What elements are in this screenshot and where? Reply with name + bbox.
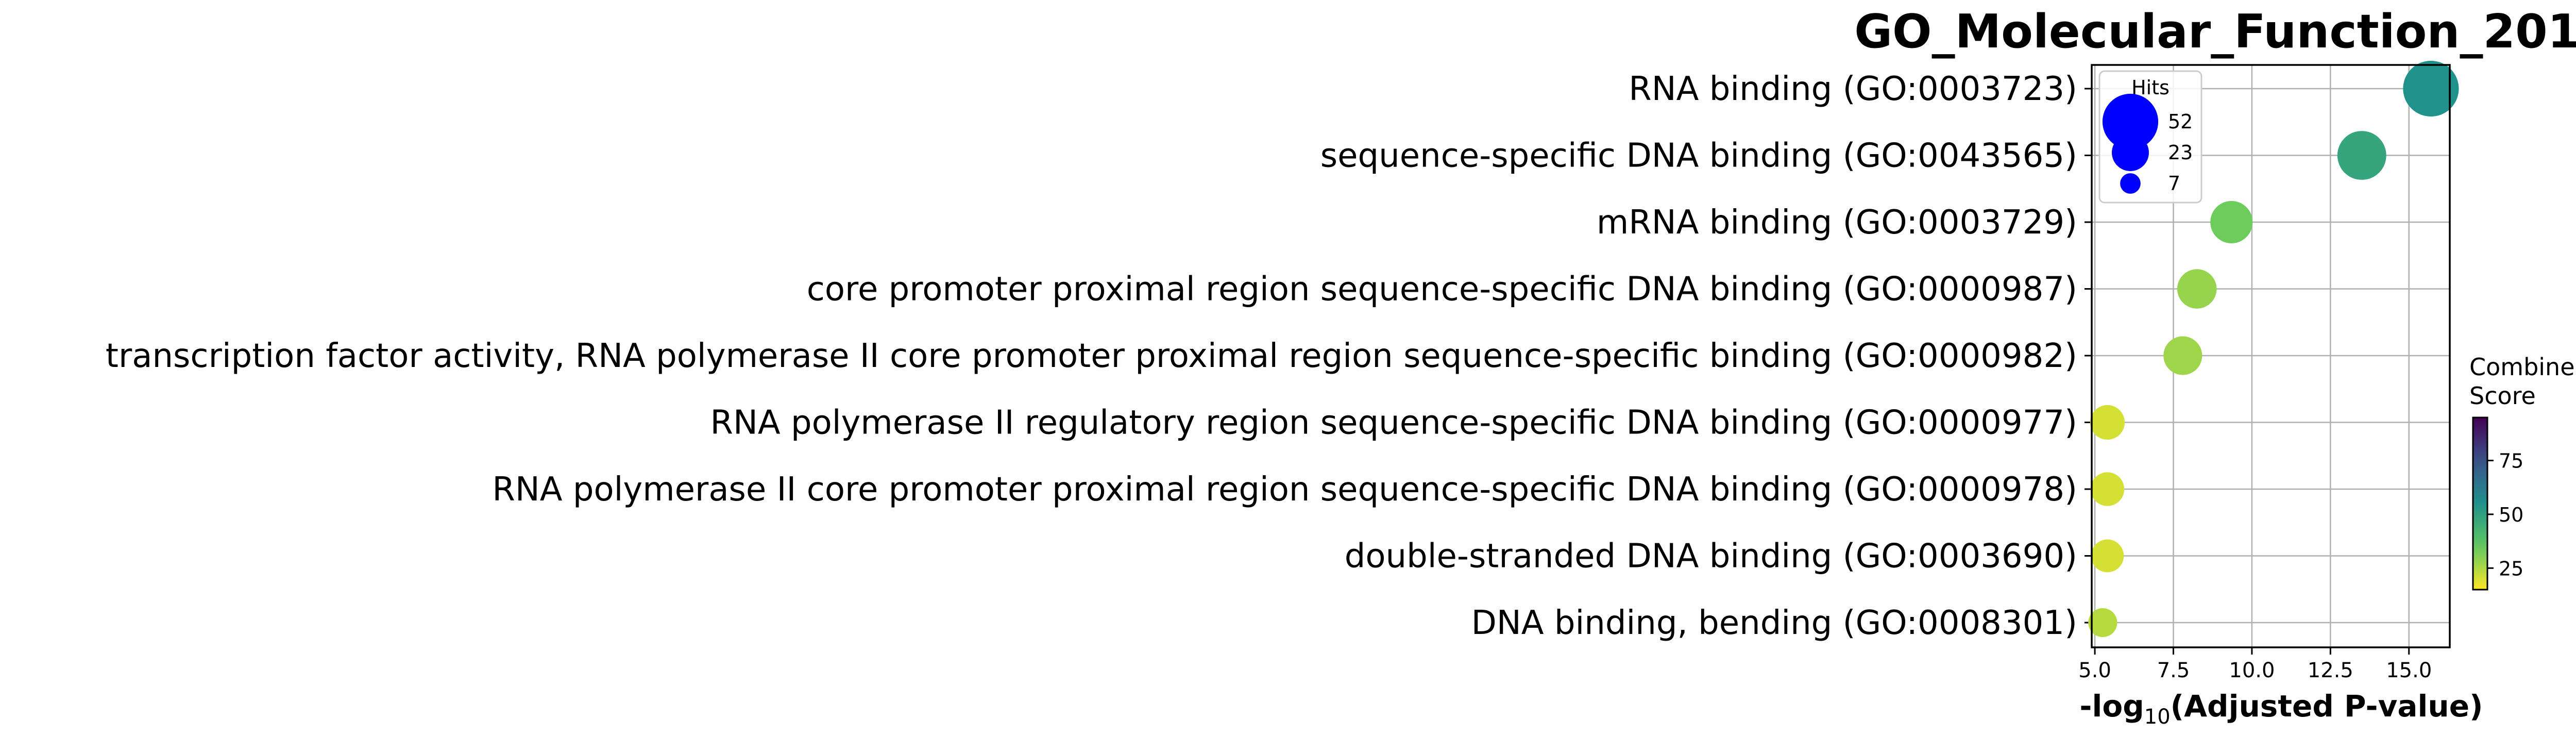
colorbar-title: Combined <box>2469 353 2576 381</box>
colorbar-gradient <box>2472 416 2488 591</box>
colorbar-tick-label: 50 <box>2499 504 2523 526</box>
chart-title: GO_Molecular_Function_2018 <box>1854 5 2576 59</box>
plot-frame <box>2091 64 2451 648</box>
x-tick-label: 12.5 <box>2308 659 2353 682</box>
data-point <box>2091 539 2124 573</box>
legend-marker <box>2120 173 2141 194</box>
y-tick-labels: RNA binding (GO:0003723) sequence-specifi… <box>106 70 2092 642</box>
legend-marker <box>2102 93 2159 150</box>
y-tick-label: core promoter proximal region sequence-s… <box>807 271 2077 309</box>
x-label-suffix: (Adjusted P-value) <box>2171 689 2483 724</box>
data-point <box>2337 131 2386 180</box>
data-point <box>2088 608 2117 638</box>
y-tick-label: RNA polymerase II regulatory region sequ… <box>710 404 2077 442</box>
data-point <box>2090 472 2125 506</box>
x-tick-label: 15.0 <box>2386 659 2432 682</box>
y-tick-label: double-stranded DNA binding (GO:0003690) <box>1345 538 2077 576</box>
colorbar: 25 50 75 CombinedScore <box>2469 353 2576 591</box>
legend-label: 52 <box>2168 110 2193 133</box>
legend-label: 7 <box>2168 172 2180 195</box>
y-tick-label: sequence-specific DNA binding (GO:004356… <box>1320 137 2077 175</box>
x-label-prefix: -log <box>2079 689 2144 724</box>
data-point <box>2163 336 2202 375</box>
y-tick-label: DNA binding, bending (GO:0008301) <box>1471 604 2077 642</box>
y-tick-label: transcription factor activity, RNA polym… <box>106 337 2077 375</box>
x-axis-label: -log10(Adjusted P-value) <box>2079 689 2483 729</box>
colorbar-title: Score <box>2469 382 2536 410</box>
colorbar-tick-label: 25 <box>2499 557 2523 580</box>
data-point <box>2403 60 2459 117</box>
data-point <box>2090 405 2125 440</box>
y-tick-label: RNA polymerase II core promoter proximal… <box>492 471 2077 509</box>
colorbar-tick-label: 75 <box>2499 450 2523 473</box>
legend-label: 23 <box>2168 141 2193 164</box>
x-label-subscript: 10 <box>2144 705 2171 729</box>
x-tick-label: 10.0 <box>2229 659 2275 682</box>
data-points <box>2088 60 2459 638</box>
x-ticks: 5.0 7.5 10.0 12.5 15.0 <box>2078 647 2432 682</box>
y-tick-label: mRNA binding (GO:0003729) <box>1597 204 2077 242</box>
x-tick-label: 5.0 <box>2078 659 2111 682</box>
y-tick-label: RNA binding (GO:0003723) <box>1629 70 2077 108</box>
data-point <box>2177 269 2217 309</box>
legend-marker <box>2112 134 2149 171</box>
data-point <box>2210 200 2253 244</box>
x-tick-label: 7.5 <box>2157 659 2190 682</box>
